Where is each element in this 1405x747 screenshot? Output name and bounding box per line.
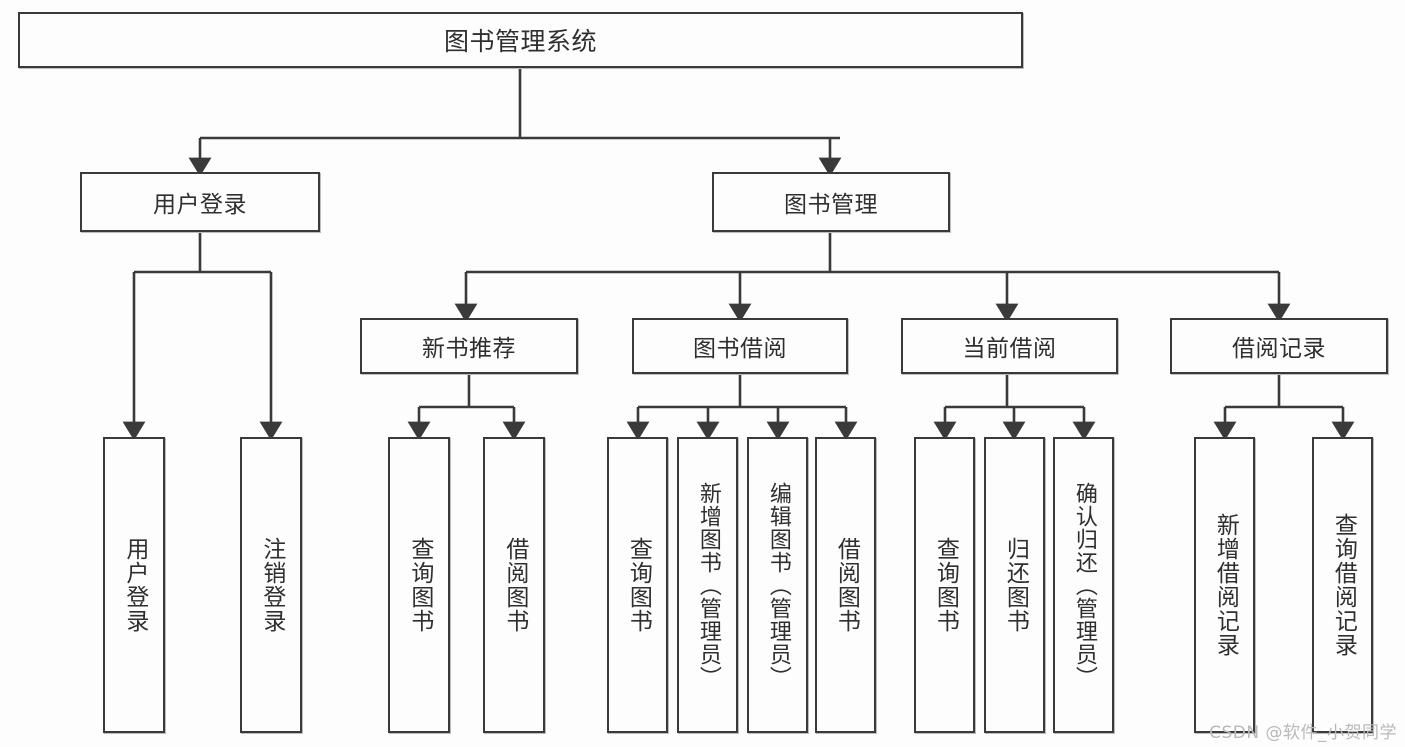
node-leaf-add-book-label: 新增图书（管理员） <box>695 481 721 689</box>
node-book-manage[interactable]: 图书管理 <box>712 172 950 232</box>
node-leaf-confirm-return-label: 确认归还（管理员） <box>1071 481 1097 689</box>
node-current-borrow[interactable]: 当前借阅 <box>901 318 1118 374</box>
node-leaf-borrow-book-2-label: 借阅图书 <box>833 537 860 633</box>
node-user-login-label: 用户登录 <box>153 192 247 218</box>
node-leaf-query-borrow-record[interactable]: 查询借阅记录 <box>1312 437 1373 733</box>
node-new-book-recommend-label: 新书推荐 <box>422 336 516 362</box>
node-book-borrow[interactable]: 图书借阅 <box>632 318 848 374</box>
node-leaf-user-login[interactable]: 用户登录 <box>103 437 165 733</box>
node-leaf-query-book-3-label: 查询图书 <box>932 537 959 633</box>
node-leaf-query-book-1-label: 查询图书 <box>406 537 433 633</box>
node-book-manage-label: 图书管理 <box>784 192 878 218</box>
node-root[interactable]: 图书管理系统 <box>18 12 1023 68</box>
node-leaf-borrow-book-2[interactable]: 借阅图书 <box>815 437 876 733</box>
node-leaf-query-book-1[interactable]: 查询图书 <box>388 437 450 733</box>
node-leaf-query-book-2-label: 查询图书 <box>625 537 652 633</box>
watermark: CSDN @软件_小贺同学 <box>1209 723 1397 743</box>
node-leaf-query-book-2[interactable]: 查询图书 <box>607 437 668 733</box>
node-leaf-add-book[interactable]: 新增图书（管理员） <box>677 437 738 733</box>
node-leaf-edit-book[interactable]: 编辑图书（管理员） <box>747 437 808 733</box>
node-leaf-borrow-book-1-label: 借阅图书 <box>501 537 528 633</box>
node-leaf-query-borrow-record-label: 查询借阅记录 <box>1330 513 1357 657</box>
node-leaf-add-borrow-record[interactable]: 新增借阅记录 <box>1194 437 1255 733</box>
node-current-borrow-label: 当前借阅 <box>962 336 1057 362</box>
node-leaf-add-borrow-record-label: 新增借阅记录 <box>1212 513 1239 657</box>
node-user-login[interactable]: 用户登录 <box>80 172 320 232</box>
node-root-label: 图书管理系统 <box>443 27 597 56</box>
node-borrow-record-label: 借阅记录 <box>1232 336 1326 362</box>
node-leaf-logout-login[interactable]: 注销登录 <box>240 437 302 733</box>
node-leaf-logout-login-label: 注销登录 <box>258 537 285 633</box>
node-leaf-borrow-book-1[interactable]: 借阅图书 <box>483 437 545 733</box>
node-leaf-return-book-label: 归还图书 <box>1002 537 1029 633</box>
node-leaf-query-book-3[interactable]: 查询图书 <box>914 437 975 733</box>
node-new-book-recommend[interactable]: 新书推荐 <box>360 318 578 374</box>
node-leaf-confirm-return[interactable]: 确认归还（管理员） <box>1053 437 1114 733</box>
node-leaf-edit-book-label: 编辑图书（管理员） <box>765 481 791 689</box>
node-leaf-return-book[interactable]: 归还图书 <box>984 437 1045 733</box>
node-borrow-record[interactable]: 借阅记录 <box>1170 318 1388 374</box>
node-book-borrow-label: 图书借阅 <box>693 336 787 362</box>
node-leaf-user-login-label: 用户登录 <box>121 537 148 633</box>
